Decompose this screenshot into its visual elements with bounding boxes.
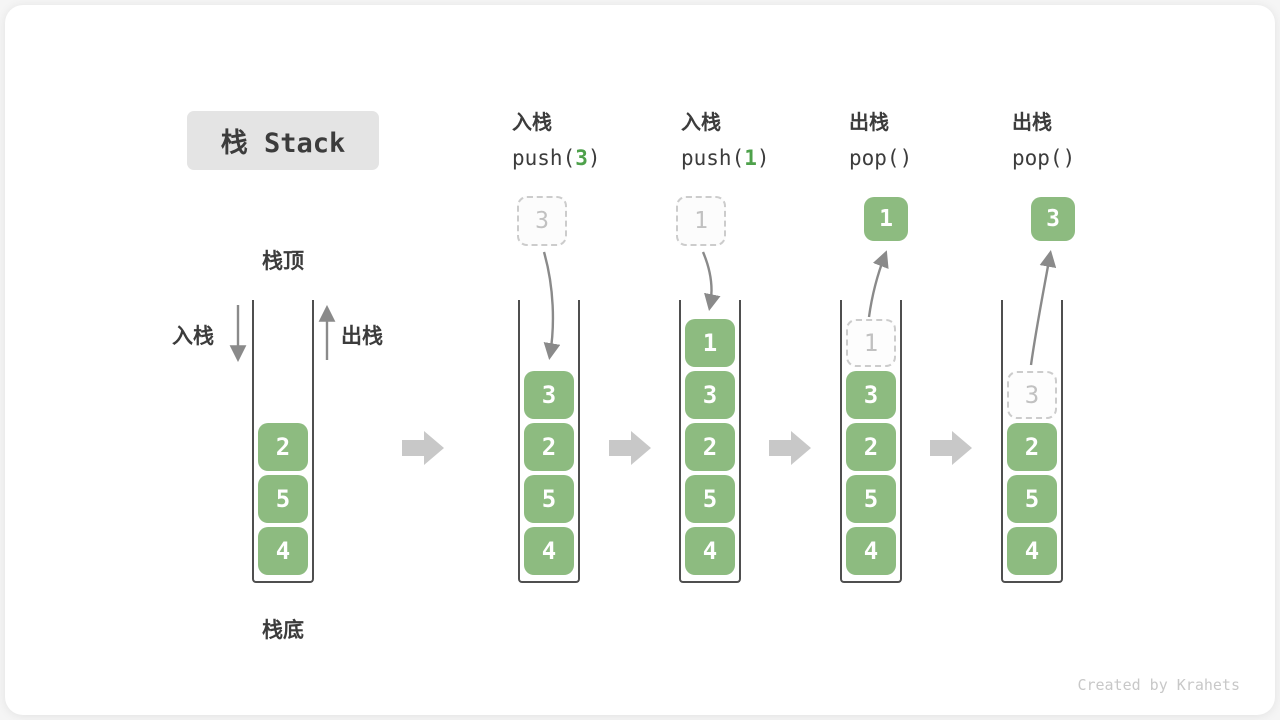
stack-item: 5	[1007, 475, 1057, 523]
operation-label: 出栈	[1012, 112, 1052, 134]
watermark: Created by Krahets	[1077, 676, 1240, 694]
operation-code: pop()	[1012, 146, 1076, 170]
column-header-step3: 入栈 push(1)	[681, 106, 770, 176]
stack-item: 4	[846, 527, 896, 575]
column-header-step5: 出栈 pop()	[1012, 106, 1075, 176]
stack-item: 2	[1007, 423, 1057, 471]
stack-item: 4	[685, 527, 735, 575]
stack-item: 5	[258, 475, 308, 523]
floating-push-item: 1	[676, 196, 726, 246]
stack-item: 3	[524, 371, 574, 419]
stack-item: 2	[524, 423, 574, 471]
operation-label: 出栈	[849, 112, 889, 134]
stack-item: 5	[846, 475, 896, 523]
stack-item: 2	[258, 423, 308, 471]
step-arrow-4	[930, 431, 972, 465]
operation-label: 入栈	[681, 112, 721, 134]
stack-item: 5	[524, 475, 574, 523]
stack-item: 4	[1007, 527, 1057, 575]
floating-push-item: 3	[517, 196, 567, 246]
stack-item: 3	[685, 371, 735, 419]
operation-code: pop()	[849, 146, 913, 170]
pop-side-label: 出栈	[341, 325, 383, 348]
stack-item: 2	[846, 423, 896, 471]
floating-popped-item: 1	[864, 197, 908, 241]
operation-label: 入栈	[512, 112, 552, 134]
floating-popped-item: 3	[1031, 197, 1075, 241]
stack-bottom-label: 栈底	[262, 619, 304, 642]
operation-code: push(3)	[512, 146, 601, 170]
stack-top-label: 栈顶	[262, 250, 304, 273]
diagram-title: 栈 Stack	[187, 111, 379, 170]
column-header-step2: 入栈 push(3)	[512, 106, 601, 176]
stack-item-ghost: 3	[1007, 371, 1057, 419]
step-arrow-2	[609, 431, 651, 465]
stack-item-ghost: 1	[846, 319, 896, 367]
stack-item: 1	[685, 319, 735, 367]
stack-item: 3	[846, 371, 896, 419]
column-header-step4: 出栈 pop()	[849, 106, 912, 176]
stack-item: 4	[258, 527, 308, 575]
step-arrow-1	[402, 431, 444, 465]
step-arrow-3	[769, 431, 811, 465]
push-arrow-step3	[701, 251, 721, 311]
stack-item: 5	[685, 475, 735, 523]
stack-item: 4	[524, 527, 574, 575]
stack-item: 2	[685, 423, 735, 471]
operation-code: push(1)	[681, 146, 770, 170]
push-side-label: 入栈	[172, 325, 214, 348]
